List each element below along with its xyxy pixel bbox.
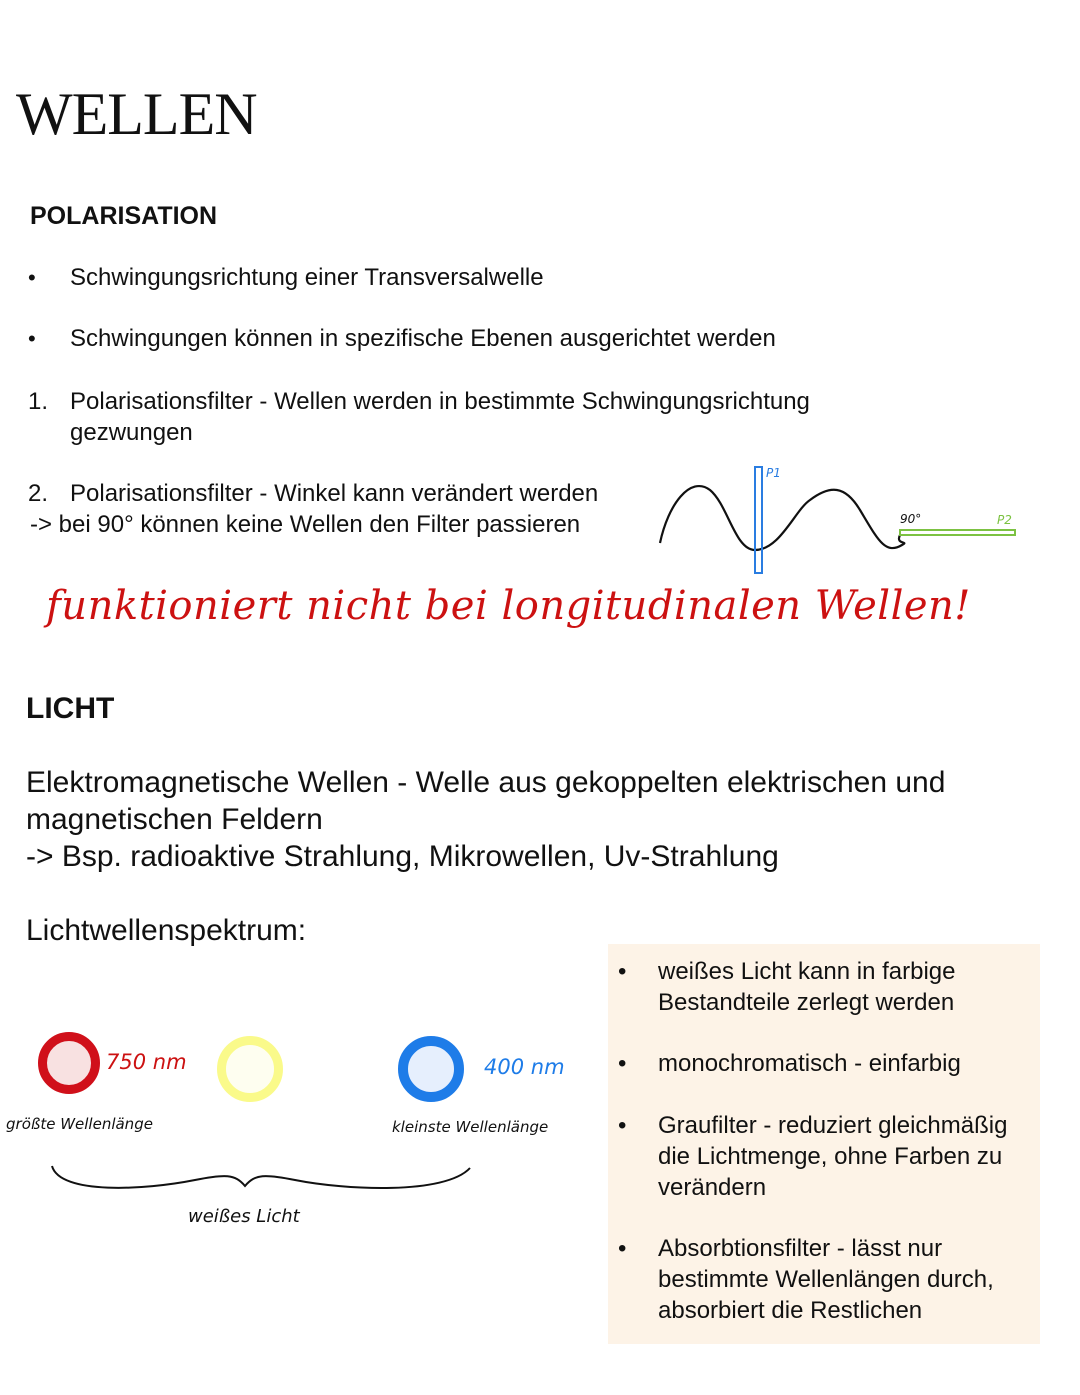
bullet-icon: • (28, 265, 36, 290)
spectrum-label: Lichtwellenspektrum: (26, 914, 307, 947)
definition-line: Elektromagnetische Wellen - Welle aus ge… (26, 766, 946, 799)
brace-label: weißes Licht (188, 1206, 300, 1227)
bullet-icon: • (618, 1050, 627, 1077)
filter-p1-label: P1 (766, 466, 781, 480)
arrow-note: -> bei 90° können keine Wellen den Filte… (30, 511, 581, 538)
filter-p2 (899, 529, 1016, 536)
section-heading-polarisation: POLARISATION (30, 202, 218, 230)
blue-caption: kleinste Wellenlänge (392, 1118, 549, 1136)
red-caption: größte Wellenlänge (6, 1115, 153, 1133)
filter-p1 (754, 466, 763, 574)
bullet-icon: • (618, 958, 627, 985)
red-light-circle (38, 1032, 100, 1094)
section-heading-licht: LICHT (26, 692, 115, 725)
definition-line: magnetischen Feldern (26, 803, 323, 836)
blue-wavelength-label: 400 nm (484, 1055, 565, 1079)
bullet-icon: • (28, 326, 36, 351)
handwritten-note: funktioniert nicht bei longitudinalen We… (46, 583, 971, 629)
brace-icon (51, 1165, 471, 1189)
yellow-light-circle (217, 1036, 283, 1102)
filter-p2-label: P2 (997, 513, 1012, 527)
numbered-item: 1. Polarisationsfilter - Wellen werden i… (28, 388, 810, 446)
angle-label: 90° (900, 512, 921, 526)
examples-line: -> Bsp. radioaktive Strahlung, Mikrowell… (26, 840, 779, 873)
bullet-icon: • (618, 1235, 627, 1262)
blue-light-circle (398, 1036, 464, 1102)
wave-curve (658, 484, 906, 552)
polarisation-diagram: P1 P2 90° (658, 466, 1016, 574)
red-wavelength-label: 750 nm (106, 1050, 187, 1074)
page-title: WELLEN (16, 81, 258, 147)
bullet-icon: • (618, 1112, 627, 1139)
info-box: • weißes Licht kann in farbige Bestandte… (608, 944, 1040, 1344)
